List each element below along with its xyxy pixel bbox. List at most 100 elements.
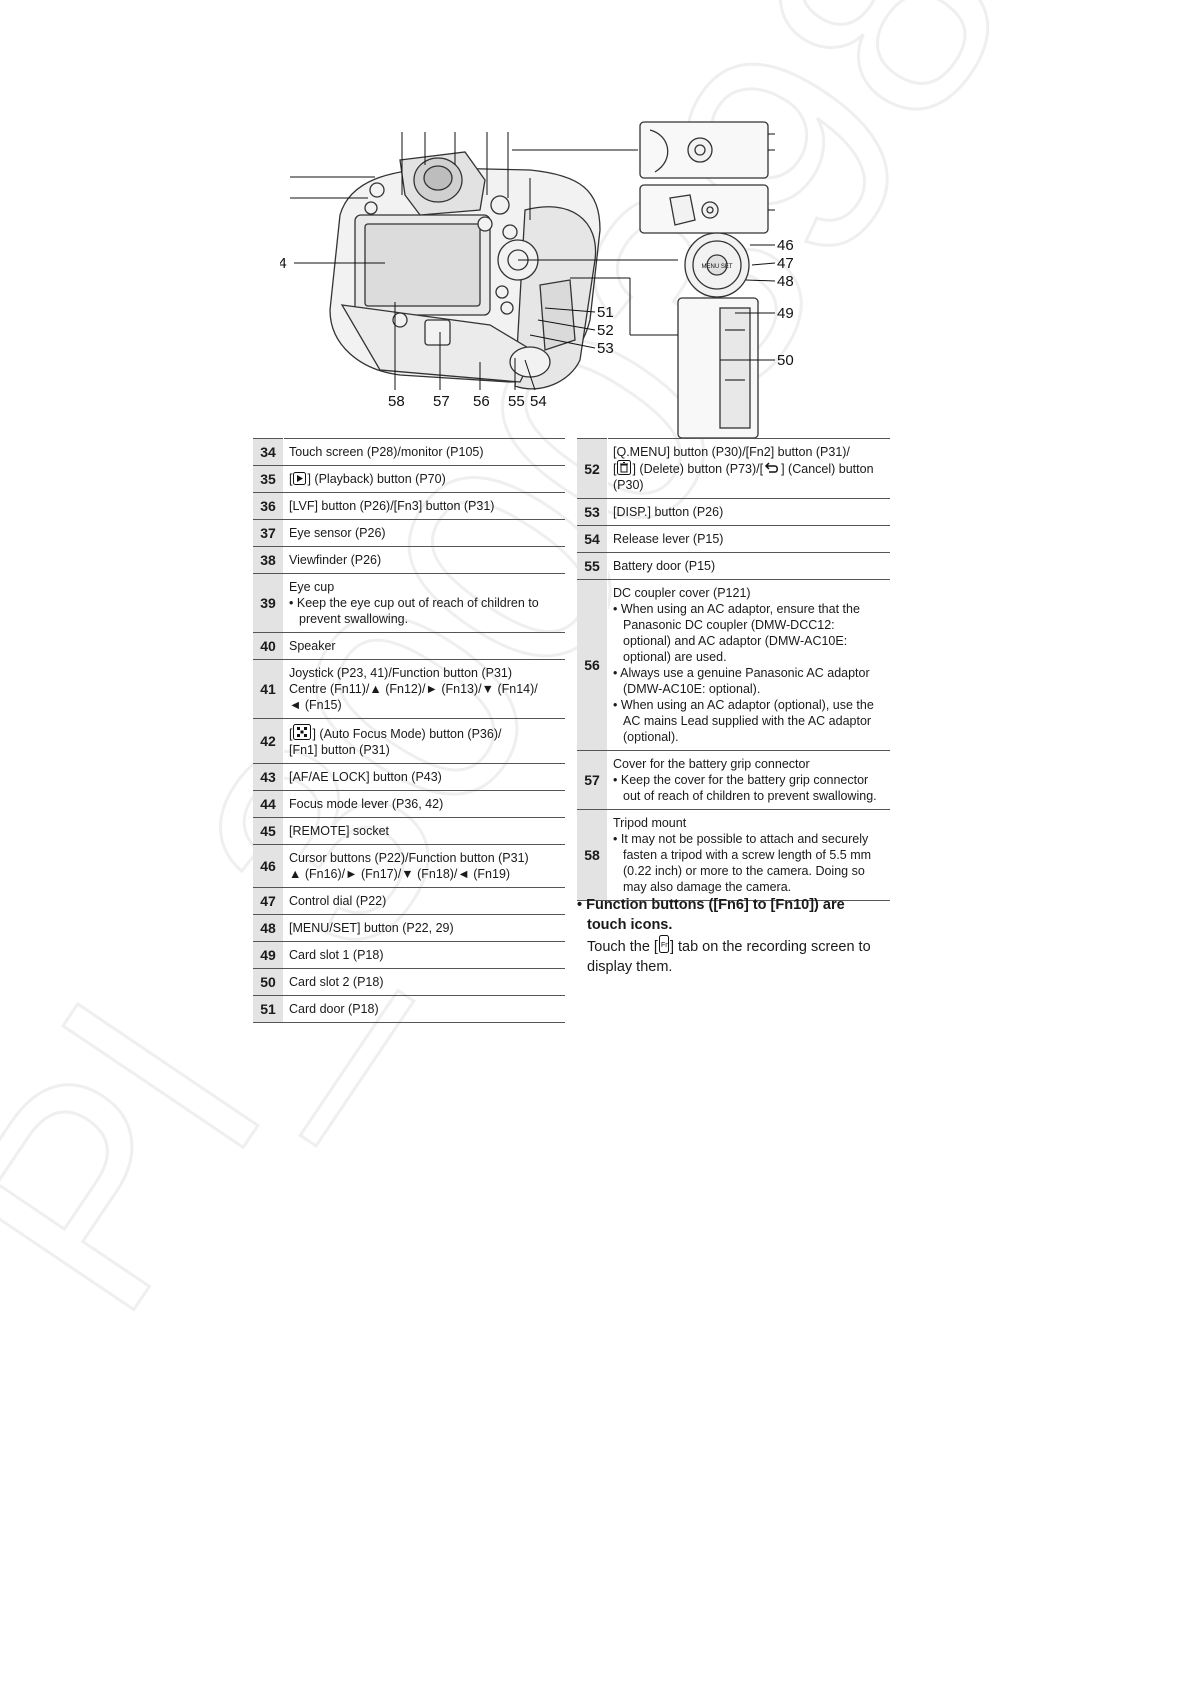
table-row: 35 [ ] (Playback) button (P70) [253,465,565,493]
svg-text:Fn: Fn [661,942,669,949]
callout-46: 46 [777,237,794,254]
item-number: 38 [253,546,284,574]
item-number: 49 [253,941,284,969]
note-body: Touch the [Fn] tab on the recording scre… [577,935,897,957]
item-line: [Q.MENU] button (P30)/[Fn2] button (P31)… [613,445,850,459]
item-title: Tripod mount [613,816,687,830]
item-number: 55 [577,552,608,580]
item-description: DC coupler cover (P121) • When using an A… [607,579,890,751]
table-row: 42[] (Auto Focus Mode) button (P36)/[Fn1… [253,718,565,764]
qmenu-button-shape [495,285,509,299]
playback-icon [293,472,307,485]
item-description: Eye sensor (P26) [283,519,565,547]
item-description: [LVF] button (P26)/[Fn3] button (P31) [283,492,565,520]
item-description: Tripod mount• It may not be possible to … [607,809,890,901]
note-body-line: display them. [587,959,673,975]
callout-54: 54 [530,393,547,410]
table-row: 56 DC coupler cover (P121) • When using an… [577,579,890,751]
item-description: Speaker [283,632,565,660]
item-number: 35 [253,465,284,493]
af-mode-icon [293,724,312,740]
item-number: 50 [253,968,284,996]
item-description: [DISP.] button (P26) [607,498,890,526]
battery-door-shape [509,346,551,378]
item-description: Focus mode lever (P36, 42) [283,790,565,818]
table-row: 36[LVF] button (P26)/[Fn3] button (P31) [253,492,565,520]
callout-55: 55 [508,393,525,410]
item-number: 53 [577,498,608,526]
item-description: Battery door (P15) [607,552,890,580]
item-number: 40 [253,632,284,660]
item-bullet: • Keep the cover for the battery grip co… [613,773,877,803]
callout-49: 49 [777,305,794,322]
item-description: [ ] (Playback) button (P70) [283,465,565,493]
item-number: 44 [253,790,284,818]
note-heading-line: Function buttons ([Fn6] to [Fn10]) are [586,897,845,913]
parts-table-right: 52 [Q.MENU] button (P30)/[Fn2] button (P3… [577,438,890,901]
bullet-text: When using an AC adaptor (optional), use… [620,698,874,744]
callout-58: 58 [388,393,405,410]
text-fragment: ] (Auto Focus Mode) button (P36)/ [312,727,502,741]
item-number: 36 [253,492,284,520]
item-description: Card slot 1 (P18) [283,941,565,969]
item-bullet: • Always use a genuine Panasonic AC adap… [613,666,870,696]
item-description: [AF/AE LOCK] button (P43) [283,763,565,791]
item-number: 39 [253,573,284,633]
delete-icon [617,460,632,475]
text-fragment: Touch the [ [587,939,658,955]
table-row: 48[MENU/SET] button (P22, 29) [253,914,565,942]
bullet-mark: • [577,897,583,913]
table-row: 45[REMOTE] socket [253,817,565,845]
bullet-text: Keep the eye cup out of reach of childre… [296,596,539,626]
table-row: 39 Eye cup • Keep the eye cup out of reach… [253,573,565,633]
text-fragment: ] tab on the recording screen to [669,939,871,955]
table-row: 57 Cover for the battery grip connector • … [577,750,890,810]
item-number: 41 [253,659,284,719]
item-number: 51 [253,995,284,1023]
function-buttons-note: • Function buttons ([Fn6] to [Fn10]) are… [577,895,897,977]
item-line: ◄ (Fn15) [289,698,342,712]
item-line: Cursor buttons (P22)/Function button (P3… [289,851,529,865]
callout-48: 48 [777,273,794,290]
callout-52: 52 [597,322,614,339]
item-line: Centre (Fn11)/▲ (Fn12)/► (Fn13)/▼ (Fn14)… [289,682,538,696]
callout-57: 57 [433,393,450,410]
item-description: Touch screen (P28)/monitor (P105) [283,438,565,466]
lvf-button-shape [364,201,378,215]
tripod-mount-shape [392,312,408,328]
item-number: 56 [577,579,608,751]
item-bullet: • When using an AC adaptor, ensure that … [613,602,860,664]
item-description: [MENU/SET] button (P22, 29) [283,914,565,942]
item-title: DC coupler cover (P121) [613,586,751,600]
item-number: 34 [253,438,284,466]
item-number: 52 [577,438,608,499]
item-description: Eye cup • Keep the eye cup out of reach o… [283,573,565,633]
callout-56: 56 [473,393,490,410]
text-fragment: ] (Delete) button (P73)/[ [632,462,764,476]
item-bullet: • Keep the eye cup out of reach of child… [289,596,539,626]
item-description: [Q.MENU] button (P30)/[Fn2] button (P31)… [607,438,890,499]
item-description: Control dial (P22) [283,887,565,915]
item-number: 57 [577,750,608,810]
item-title: Cover for the battery grip connector [613,757,810,771]
bullet-text: It may not be possible to attach and sec… [620,832,872,894]
item-line: (P30) [613,478,644,492]
text-fragment: [ [289,472,293,486]
af-mode-button-shape [477,216,493,232]
callout-51: 51 [597,304,614,321]
bullet-text: When using an AC adaptor, ensure that th… [620,602,860,664]
text-fragment: ] (Playback) button (P70) [307,472,446,486]
item-title: Eye cup [289,580,335,594]
item-description: Card slot 2 (P18) [283,968,565,996]
